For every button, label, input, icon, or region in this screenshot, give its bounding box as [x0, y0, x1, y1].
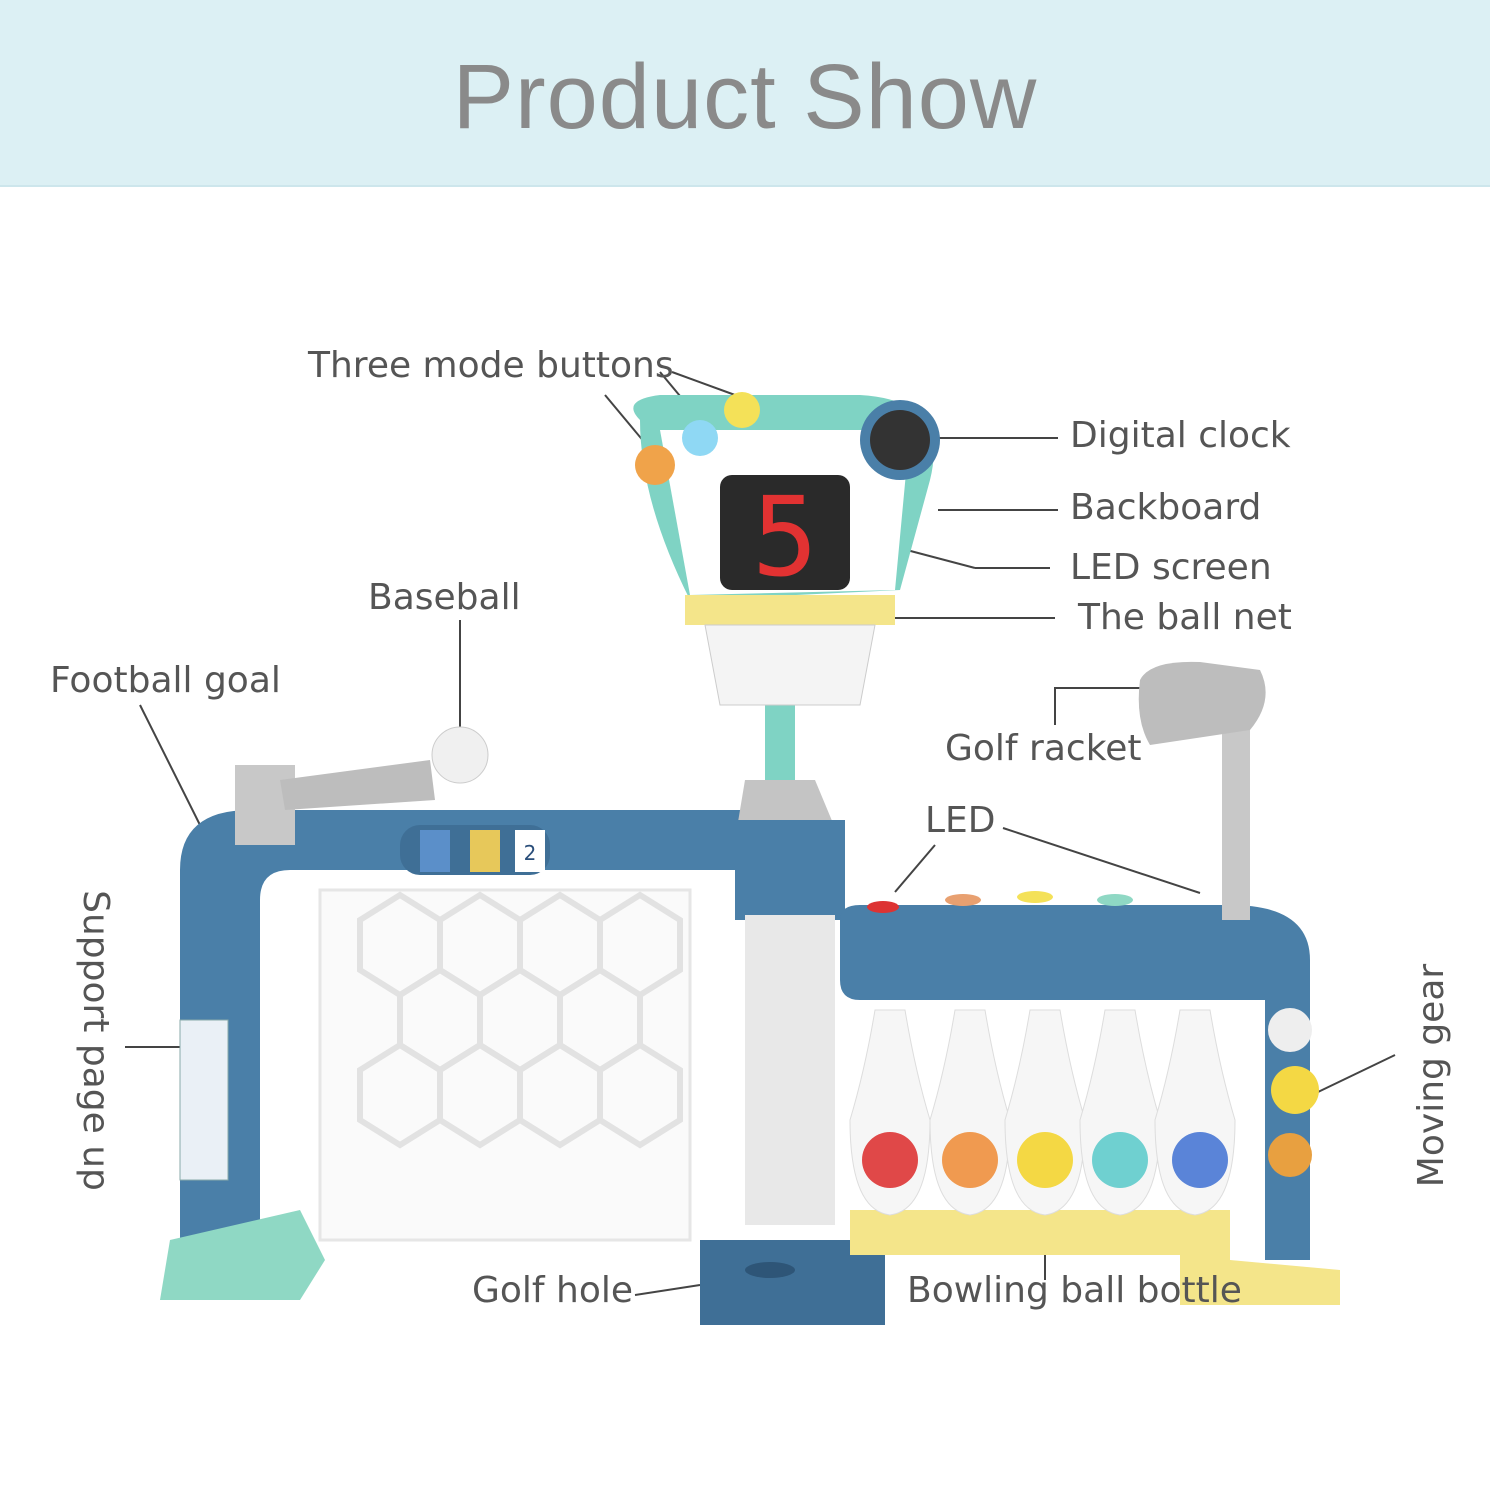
- label-football-goal: Football goal: [50, 660, 281, 701]
- label-baseball: Baseball: [368, 577, 521, 618]
- center-pole: [700, 705, 885, 1325]
- football-goal: 2: [160, 726, 750, 1300]
- led-digit: 5: [752, 473, 818, 601]
- label-golf-hole: Golf hole: [472, 1270, 634, 1311]
- label-digital-clock: Digital clock: [1070, 415, 1291, 456]
- header-band: Product Show: [0, 0, 1490, 187]
- label-led-screen: LED screen: [1070, 547, 1272, 588]
- label-golf-racket: Golf racket: [945, 728, 1142, 769]
- label-backboard: Backboard: [1070, 487, 1262, 528]
- label-support-page-up: Support page up: [74, 890, 116, 1191]
- label-ball-net: The ball net: [1078, 597, 1292, 638]
- label-led: LED: [925, 800, 996, 841]
- bowling-section: [840, 661, 1340, 1305]
- page-title: Product Show: [452, 46, 1038, 148]
- score-tile: 2: [524, 841, 537, 865]
- label-three-mode-buttons: Three mode buttons: [308, 345, 674, 386]
- label-moving-gear: Moving gear: [1411, 963, 1453, 1188]
- backboard: 5: [633, 392, 940, 706]
- label-bowling-ball-bottle: Bowling ball bottle: [907, 1270, 1242, 1311]
